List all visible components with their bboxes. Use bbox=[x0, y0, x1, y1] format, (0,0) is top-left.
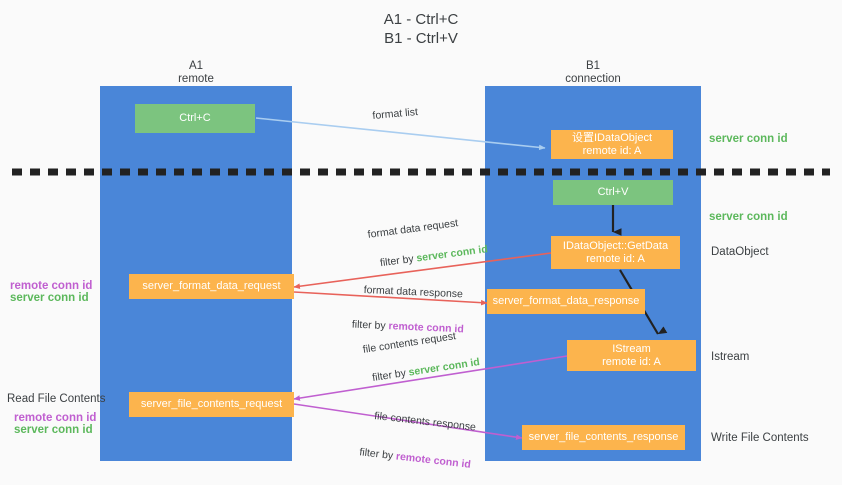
node-istream-label: IStream remote id: A bbox=[602, 342, 661, 368]
edge-label-filter-prefix-3: filter by bbox=[371, 366, 410, 385]
edge-label-file-contents-response: file contents response bbox=[373, 410, 477, 434]
right-label-write-file-contents: Write File Contents bbox=[711, 432, 809, 444]
left-label-server-conn-id-1: server conn id bbox=[10, 292, 89, 304]
edge-label-filter-prefix-1: filter by bbox=[379, 252, 418, 270]
node-ctrl-c-label: Ctrl+C bbox=[179, 112, 211, 124]
right-label-istream: Istream bbox=[711, 351, 750, 363]
edge-label-filter-key-remote-conn-id-2: remote conn id bbox=[395, 450, 472, 471]
page-title: A1 - Ctrl+C B1 - Ctrl+V bbox=[383, 11, 459, 47]
node-idataobject-getdata[interactable]: IDataObject::GetData remote id: A bbox=[551, 236, 680, 269]
left-label-remote-conn-id-1: remote conn id bbox=[10, 280, 93, 292]
node-server-format-data-request[interactable]: server_format_data_request bbox=[129, 274, 294, 299]
edge-label-format-data-response: format data response bbox=[363, 284, 464, 301]
node-server-file-contents-request[interactable]: server_file_contents_request bbox=[129, 392, 294, 417]
right-label-server-conn-id-2: server conn id bbox=[709, 211, 788, 223]
edge-label-filter-key-server-conn-id-1: server conn id bbox=[415, 243, 489, 265]
node-server-file-contents-response[interactable]: server_file_contents_response bbox=[522, 425, 685, 450]
edge-label-filter-prefix-2: filter by bbox=[351, 318, 389, 333]
node-idataobject-getdata-label: IDataObject::GetData remote id: A bbox=[562, 239, 669, 265]
lane-header-b1: B1 connection bbox=[565, 60, 621, 85]
edge-label-file-contents-response-filter: filter by remote conn id bbox=[346, 432, 473, 485]
edge-label-format-list: format list bbox=[372, 106, 419, 122]
left-label-remote-conn-id-2: remote conn id bbox=[14, 412, 97, 424]
right-label-dataobject: DataObject bbox=[711, 246, 769, 258]
edge-label-filter-key-server-conn-id-2: server conn id bbox=[407, 356, 481, 379]
left-label-read-file-contents: Read File Contents bbox=[7, 393, 106, 405]
node-ctrl-v[interactable]: Ctrl+V bbox=[553, 180, 673, 205]
node-ctrl-v-label: Ctrl+V bbox=[597, 186, 629, 198]
node-server-format-data-response[interactable]: server_format_data_response bbox=[487, 289, 645, 314]
node-server-file-contents-request-label: server_file_contents_request bbox=[140, 398, 283, 410]
node-server-file-contents-response-label: server_file_contents_response bbox=[528, 431, 679, 443]
edge-label-filter-prefix-4: filter by bbox=[358, 446, 397, 463]
left-label-server-conn-id-2: server conn id bbox=[14, 424, 93, 436]
node-ctrl-c[interactable]: Ctrl+C bbox=[135, 104, 255, 133]
node-istream[interactable]: IStream remote id: A bbox=[567, 340, 696, 371]
node-idataobject-label: 设置IDataObject remote id: A bbox=[571, 131, 653, 157]
node-server-format-data-response-label: server_format_data_response bbox=[492, 295, 640, 307]
right-label-server-conn-id-1: server conn id bbox=[709, 133, 788, 145]
node-idataobject[interactable]: 设置IDataObject remote id: A bbox=[551, 130, 673, 159]
node-server-format-data-request-label: server_format_data_request bbox=[142, 280, 281, 292]
lane-header-a1: A1 remote bbox=[178, 60, 214, 85]
